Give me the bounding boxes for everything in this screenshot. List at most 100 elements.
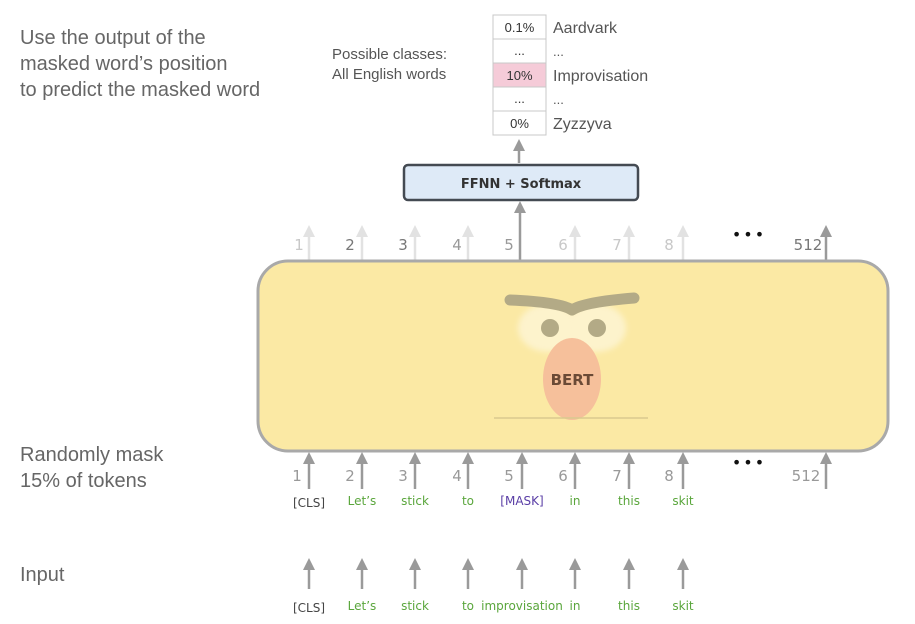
output-arrow-512 [820,225,832,262]
masked-token-to: to [462,494,474,508]
caption-mask-line-1: Randomly mask [20,444,164,466]
ffnn-softmax-box [402,163,640,202]
masked-arrow-512 [820,452,832,489]
masked-arrow-4 [462,452,474,489]
classes-label-line-1: Possible classes: [332,46,448,63]
caption-output-line-1: Use the output of the [20,27,206,49]
masked-token-cls: [CLS] [293,496,325,510]
prob-value-0: 0.1% [505,20,535,35]
input-token-improvisation: improvisation [481,599,563,613]
prob-value-2: 10% [506,68,532,83]
bert-eye-right [588,319,606,337]
masked-token-mask: [MASK] [500,494,543,508]
masked-arrow-7 [623,452,635,489]
input-positions: 1 2 3 4 5 6 7 8 512 ••• [292,452,832,489]
output-position-6: 6 [558,236,568,254]
caption-output-line-3: to predict the masked word [20,79,261,101]
prob-word-3: ... [553,92,564,107]
output-positions: 1 2 3 4 5 6 7 8 512 ••• [294,225,832,262]
caption-mask-line-2: 15% of tokens [20,470,147,492]
output-arrow-3 [409,225,421,262]
output-arrow-7 [623,225,635,262]
input-ellipsis: ••• [732,453,766,472]
output-arrow-4 [462,225,474,262]
masked-token-in: in [570,494,581,508]
masked-arrow-5 [516,452,528,489]
input-token-in: in [570,599,581,613]
bert-eye-left [541,319,559,337]
masked-arrow-6 [569,452,581,489]
input-position-6: 6 [558,467,568,485]
input-token-this: this [618,599,640,613]
prob-word-1: ... [553,44,564,59]
input-arrow-4 [462,558,474,589]
input-token-to: to [462,599,474,613]
output-arrow-6 [569,225,581,262]
masked-arrow-3 [409,452,421,489]
output-position-8: 8 [664,236,674,254]
input-position-7: 7 [612,467,622,485]
output-position-2: 2 [345,236,355,254]
caption-input: Input [20,564,65,586]
output-arrow-2 [356,225,368,262]
output-position-512: 512 [794,236,823,254]
output-position-4: 4 [452,236,462,254]
bert-face: BERT [494,292,648,420]
prob-value-4: 0% [510,116,529,131]
bert-label: BERT [551,371,595,389]
probability-table: 0.1% ... 10% ... 0% Aardvark ... Improvi… [492,14,648,136]
masked-token-skit: skit [672,494,694,508]
input-position-5: 5 [504,467,514,485]
masked-token-lets: Let’s [348,494,377,508]
output-position-1: 1 [294,236,304,254]
prob-word-0: Aardvark [553,20,618,37]
input-token-row: [CLS] Let’s stick to improvisation in th… [293,599,694,615]
masked-token-row: [CLS] Let’s stick to [MASK] in this skit [293,494,694,510]
input-position-4: 4 [452,467,462,485]
prob-value-1: ... [514,43,525,58]
caption-mask: Randomly mask 15% of tokens [20,442,163,494]
masked-arrow-1 [303,452,315,489]
classes-label-line-2: All English words [332,66,447,83]
input-arrow-1 [303,558,315,589]
prob-word-4: Zyzzyva [553,116,612,133]
input-arrow-5 [516,558,528,589]
masked-arrow-2 [356,452,368,489]
masked-token-this: this [618,494,640,508]
caption-output-line-2: masked word’s position [20,53,228,75]
output-ellipsis: ••• [732,225,766,244]
masked-arrow-8 [677,452,689,489]
arrow-ffnn-to-table [513,139,525,163]
caption-output: Use the output of the masked word’s posi… [20,25,260,103]
output-position-5: 5 [504,236,514,254]
input-arrow-2 [356,558,368,589]
input-position-8: 8 [664,467,674,485]
prob-word-2: Improvisation [553,68,648,85]
output-arrow-1 [303,225,315,262]
masked-token-stick: stick [401,494,429,508]
input-arrow-7 [623,558,635,589]
classes-label: Possible classes: All English words [332,45,447,85]
output-position-7: 7 [612,236,622,254]
output-position-3: 3 [398,236,408,254]
input-position-1: 1 [292,467,302,485]
input-token-cls: [CLS] [293,601,325,615]
input-arrow-6 [569,558,581,589]
input-arrow-3 [409,558,421,589]
input-position-2: 2 [345,467,355,485]
prob-cell-4 [492,110,547,136]
input-token-stick: stick [401,599,429,613]
bert-eyebrows [504,292,640,316]
input-token-skit: skit [672,599,694,613]
prob-value-3: ... [514,91,525,106]
input-token-lets: Let’s [348,599,377,613]
arrow-masked-output-to-ffnn [514,201,526,262]
ffnn-softmax-label: FFNN + Softmax [461,177,582,192]
input-position-512: 512 [792,467,821,485]
output-arrow-8 [677,225,689,262]
bert-nose [543,338,601,420]
input-position-3: 3 [398,467,408,485]
input-arrow-8 [677,558,689,589]
input-arrow-row [303,558,689,589]
